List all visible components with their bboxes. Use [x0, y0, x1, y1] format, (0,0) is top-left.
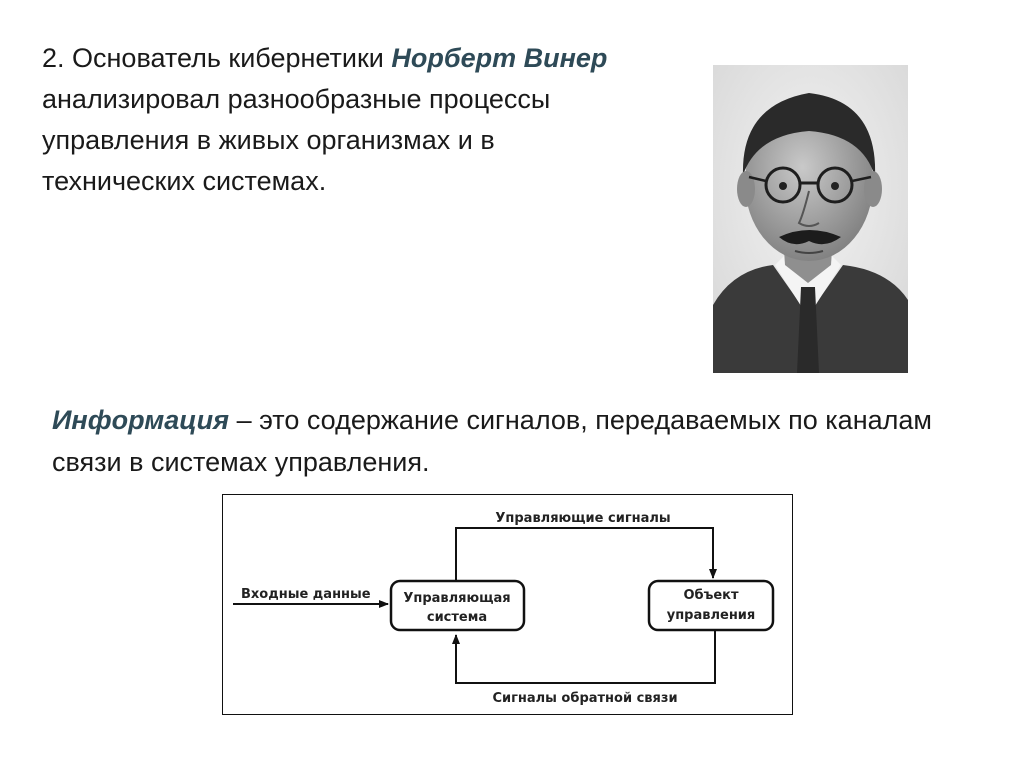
- intro-rest: анализировал разнообразные процессы упра…: [42, 84, 551, 196]
- feedback-signals-label: Сигналы обратной связи: [492, 691, 677, 706]
- wiener-portrait: [713, 65, 908, 373]
- input-label: Входные данные: [241, 587, 371, 602]
- feedback-signal-line: [452, 631, 716, 684]
- control-signal-line: [455, 527, 717, 580]
- control-signals-label: Управляющие сигналы: [495, 511, 670, 526]
- definition-rest: – это содержание сигналов, передаваемых …: [52, 405, 932, 477]
- object-box: [647, 579, 775, 632]
- information-definition: Информация – это содержание сигналов, пе…: [52, 399, 972, 483]
- object-label-line1: Объект: [683, 588, 739, 603]
- controller-label-line1: Управляющая: [403, 591, 510, 606]
- controller-box: [389, 579, 526, 632]
- intro-paragraph: 2. Основатель кибернетики Норберт Винер …: [42, 38, 612, 202]
- object-label-line2: управления: [667, 608, 756, 623]
- wiener-name: Норберт Винер: [391, 43, 608, 73]
- intro-prefix: 2. Основатель кибернетики: [42, 43, 392, 73]
- portrait-image: [713, 65, 908, 373]
- information-term: Информация: [52, 405, 230, 435]
- controller-label-line2: система: [427, 610, 487, 625]
- control-loop-diagram: Входные данные Управляющая система Объек…: [222, 494, 793, 715]
- diagram-canvas: Входные данные Управляющая система Объек…: [233, 511, 775, 706]
